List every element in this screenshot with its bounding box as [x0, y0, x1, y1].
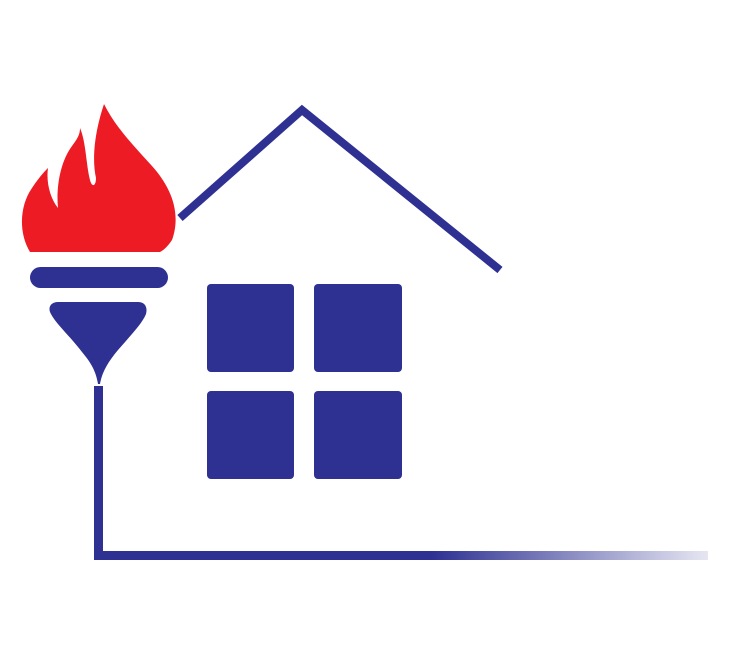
window-pane-top-right [314, 284, 402, 372]
house-roof [177, 104, 503, 274]
window-pane-top-left [207, 284, 294, 372]
torch-rim [30, 267, 168, 288]
torch-icon [30, 267, 168, 384]
ground-line [94, 551, 708, 560]
window-pane-bottom-right [314, 391, 402, 479]
flame-icon [21, 104, 176, 252]
window-pane-bottom-left [207, 391, 294, 479]
torch-cup [49, 302, 147, 384]
window-icon [207, 284, 402, 479]
torch-handle [94, 386, 103, 560]
